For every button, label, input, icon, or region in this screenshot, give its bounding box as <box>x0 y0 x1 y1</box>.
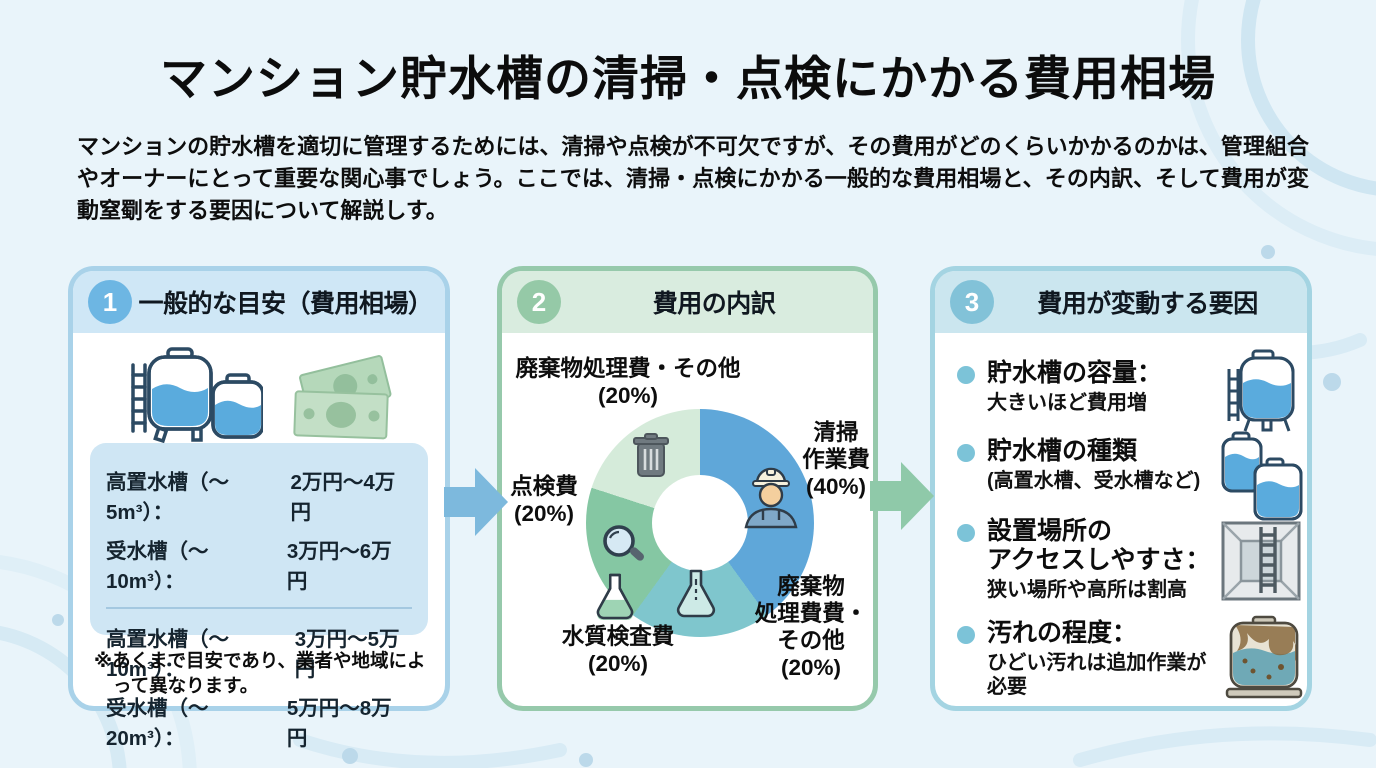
panel-2-header: 2 費用の内訳 <box>502 271 873 333</box>
page-title: マンション貯水槽の清掃・点検にかかる費用相場 <box>160 52 1216 105</box>
flask-icon <box>676 569 716 618</box>
callout-inspection: 点検費 (20%) <box>510 474 578 526</box>
price-label: 高置水槽（〜5m³）： <box>106 471 229 524</box>
donut-hole <box>652 475 748 571</box>
price-value: 2万円〜4万円 <box>290 471 396 524</box>
price-value: 3万円〜6万円 <box>286 540 392 593</box>
factor-title: 貯水槽の種類 <box>987 437 1138 465</box>
factor-sub: 大きいほど費用増 <box>987 392 1147 414</box>
callout-cleaning: 清掃 作業費 (40%) <box>802 420 870 499</box>
water-tanks-icon <box>131 347 263 443</box>
panel-3-title: 費用が変動する要因 <box>1037 290 1258 318</box>
price-table: 高置水槽（〜5m³）： 2万円〜4万円 受水槽（〜10m³）： 3万円〜6万円 … <box>90 443 428 750</box>
factor-title: 設置場所の アクセスしやすさ： <box>987 517 1211 574</box>
callout-water-quality: 水質検査費 (20%) <box>561 624 675 676</box>
price-row: 受水槽（〜10m³）： 3万円〜6万円 <box>106 534 412 594</box>
bullet-icon <box>957 366 975 384</box>
panel-cost-breakdown: 2 費用の内訳 廃棄物処理費・その他 (20%) <box>497 266 878 711</box>
panel-1-header: 1 一般的な目安（費用相場） <box>73 271 445 333</box>
price-row: 受水槽（〜20m³）： 5万円〜8万円 <box>106 691 412 751</box>
price-row: 高置水槽（〜10m³）： 3万円〜5万円 <box>106 622 412 682</box>
factor-dirt-level: 汚れの程度： ひどい汚れは追加作業が 必要 <box>957 619 1225 699</box>
price-value: 3万円〜5万円 <box>294 628 400 681</box>
trash-icon <box>633 433 669 477</box>
price-value: 5万円〜8万円 <box>286 697 392 750</box>
two-tanks-icon <box>1221 431 1303 521</box>
callout-waste-top: 廃棄物処理費・その他 (20%) <box>515 356 741 408</box>
intro-paragraph: マンションの貯水槽を適切に管理するためには、清掃や点検が不可欠ですが、その費用が… <box>77 134 1309 223</box>
worker-icon <box>744 467 798 529</box>
arrow-right-icon <box>870 462 934 530</box>
ladder-hatch-icon <box>1221 521 1301 601</box>
bullet-icon <box>957 626 975 644</box>
panel-1-title: 一般的な目安（費用相場） <box>138 290 433 318</box>
panel-3-number-badge: 3 <box>950 280 994 324</box>
price-label: 受水槽（〜10m³）： <box>106 540 209 593</box>
factor-sub: 狭い場所や高所は割高 <box>987 579 1187 601</box>
panel-3-header: 3 費用が変動する要因 <box>935 271 1307 333</box>
panel-cost-factors: 3 費用が変動する要因 貯水槽の容量： 大きいほど費用増 貯水槽の種類 ( <box>930 266 1312 711</box>
dirty-tank-icon <box>1225 615 1303 699</box>
price-label: 受水槽（〜20m³）： <box>106 697 209 750</box>
price-divider <box>106 607 412 609</box>
bullet-icon <box>957 524 975 542</box>
water-tank-icon <box>1227 349 1295 432</box>
callout-waste-bottom: 廃棄物 処理費費・ その他 (20%) <box>754 574 868 680</box>
factor-title: 貯水槽の容量： <box>987 359 1163 387</box>
flask-icon <box>596 573 634 620</box>
factor-title: 汚れの程度： <box>987 619 1138 647</box>
factor-sub: ひどい汚れは追加作業が 必要 <box>987 652 1207 698</box>
magnifier-icon <box>603 525 644 561</box>
factor-capacity: 貯水槽の容量： 大きいほど費用増 <box>957 359 1225 415</box>
arrow-right-icon <box>444 468 508 536</box>
factor-access: 設置場所の アクセスしやすさ： 狭い場所や高所は割高 <box>957 517 1225 602</box>
panel-2-title: 費用の内訳 <box>652 290 776 318</box>
panel-cost-estimate: 1 一般的な目安（費用相場） <box>68 266 450 750</box>
price-label: 高置水槽（〜10m³）： <box>106 628 229 681</box>
money-icon <box>293 355 392 440</box>
factor-sub: (高置水槽、受水槽など) <box>987 470 1201 492</box>
disclaimer-note: ※あくまで目安であり、業者や地域によって異なります。 <box>94 650 426 696</box>
bullet-icon <box>957 444 975 462</box>
panel-2-number-badge: 2 <box>517 280 561 324</box>
panel-1-number-badge: 1 <box>88 280 132 324</box>
factor-tank-type: 貯水槽の種類 (高置水槽、受水槽など) <box>957 437 1225 493</box>
price-row: 高置水槽（〜5m³）： 2万円〜4万円 <box>106 465 412 525</box>
